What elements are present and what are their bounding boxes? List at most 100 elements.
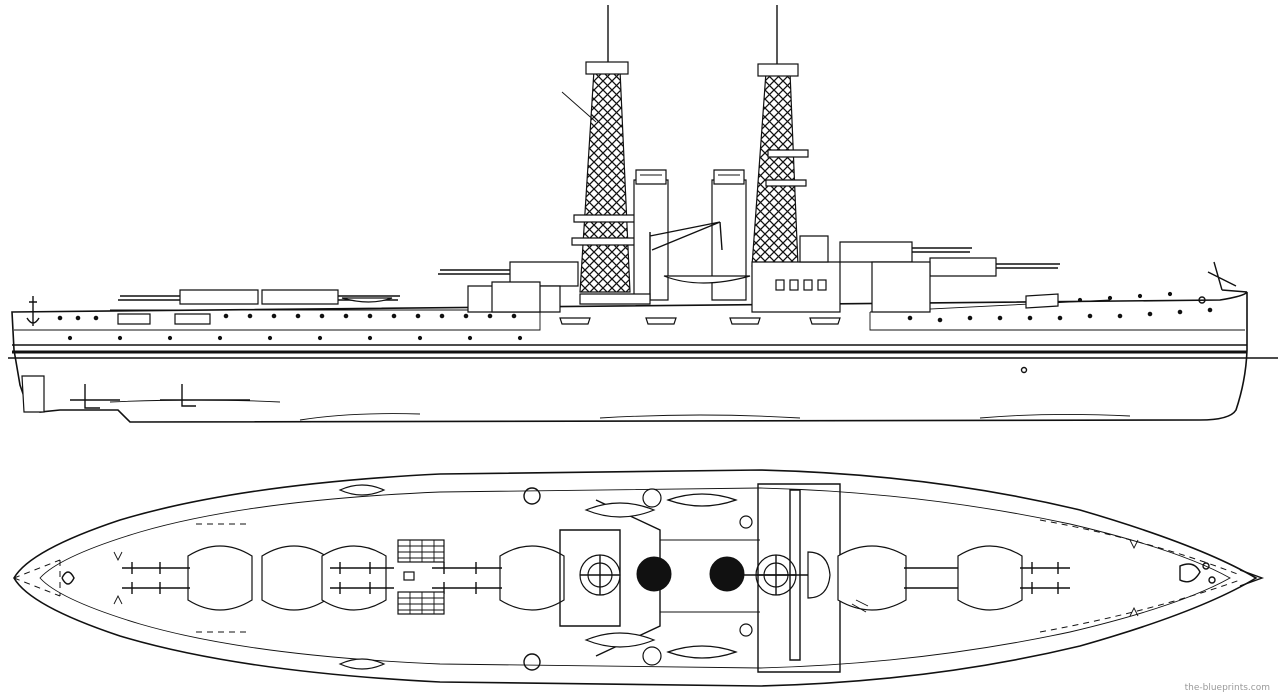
boat-centre-1 — [584, 502, 656, 518]
top-plan-view — [13, 469, 1265, 687]
superfiring-gun-fwd — [912, 247, 972, 253]
bilge-keel-3 — [599, 414, 801, 419]
casemate-1 — [559, 317, 591, 325]
anchor-bitt-1 — [1202, 562, 1210, 570]
deck-edge-inner — [39, 487, 1231, 669]
aft-lattice — [579, 69, 631, 293]
boat-rack-top-slats — [398, 540, 444, 562]
hull-plan-outline — [13, 469, 1258, 687]
deck-break-line — [14, 312, 1245, 331]
propeller-shaft-1 — [70, 384, 120, 409]
forward-lattice — [751, 71, 799, 267]
casemate-aft-2 — [174, 313, 211, 325]
aft-fighting-top — [585, 61, 629, 75]
jackstaff — [1207, 261, 1248, 293]
forward-bridge-deck — [757, 483, 841, 673]
turret-aft-3 — [321, 545, 394, 611]
bilge-keel-4 — [979, 413, 1131, 419]
fwd-ladder — [851, 599, 869, 613]
fwd-searchlight-platform-2 — [765, 179, 807, 187]
funnel-forward-plan — [709, 556, 745, 592]
bridge-wings — [789, 489, 801, 661]
conning-tower-plan — [807, 551, 831, 599]
aft-signal-yard — [561, 91, 597, 123]
superfiring-turret-aft — [509, 261, 579, 287]
hull-side — [11, 291, 1248, 423]
boat-centre-2 — [666, 493, 738, 507]
boat — [341, 297, 393, 303]
anchor-bitt-2 — [1208, 576, 1216, 584]
boat-rack-bottom — [397, 591, 445, 615]
rudder — [21, 375, 45, 413]
superfiring-gun-aft — [438, 269, 510, 275]
hull-port — [1020, 366, 1028, 374]
stern-bollard — [113, 551, 123, 605]
casemate-4 — [809, 317, 841, 325]
turret-aft-1 — [122, 545, 253, 611]
boat-rack-top — [397, 539, 445, 563]
capstan-4 — [739, 623, 753, 637]
forward-fighting-top — [757, 63, 799, 77]
turret-fwd-1 — [837, 545, 960, 611]
ventilator-2 — [523, 653, 541, 671]
anchor-gear — [1179, 563, 1201, 583]
bow-bollard-bottom — [1129, 606, 1139, 617]
bow-dashed-line-top — [1039, 519, 1241, 576]
capstan-1 — [642, 488, 662, 508]
porthole-row — [57, 291, 1213, 341]
capstan-2 — [642, 646, 662, 666]
side-elevation-view — [8, 5, 1278, 423]
bow-dashed-line-bottom — [1039, 579, 1241, 633]
casemate-2 — [645, 317, 677, 325]
bow-stem — [1239, 569, 1265, 587]
bow-bollard-top — [1129, 539, 1139, 550]
capstan-3 — [739, 515, 753, 529]
boat-aft-bottom — [338, 658, 386, 670]
forward-turret — [929, 257, 997, 277]
casemate-5 — [1025, 293, 1059, 309]
bilge-keel-1 — [109, 399, 281, 403]
funnel-aft — [633, 169, 669, 301]
midship-deckhouse — [559, 529, 621, 627]
crane-line — [660, 539, 760, 613]
forward-gun — [996, 263, 1060, 269]
stern-anchor-icon — [26, 296, 40, 326]
watermark: the-blueprints.com — [1184, 683, 1270, 693]
after-gun-barrels-1 — [118, 295, 180, 301]
forward-cage-mast — [751, 5, 809, 267]
boat-deckhouse — [579, 293, 651, 305]
aft-mast-plan — [579, 554, 621, 596]
bridge-windows — [775, 279, 827, 291]
boat-crane — [649, 221, 723, 300]
boat-aft-top — [338, 484, 386, 496]
boat-rack-bottom-slats — [398, 592, 444, 614]
boat-centre-3 — [584, 632, 656, 648]
after-turret-2 — [261, 289, 339, 305]
aft-searchlight-platform-2 — [571, 237, 641, 246]
after-turret-1 — [179, 289, 259, 305]
stern-fairlead — [61, 571, 75, 585]
hawse-pipe — [1198, 296, 1206, 304]
superfiring-turret-fwd — [839, 241, 913, 263]
forward-deckhouse — [871, 261, 931, 313]
boat-centre-4 — [666, 645, 738, 659]
fwd-searchlight-platform — [767, 149, 809, 158]
aft-searchlight-platform — [573, 214, 641, 223]
stern-dashed-line — [13, 559, 61, 597]
hatch-small — [403, 571, 415, 581]
funnel-aft-plan — [636, 556, 672, 592]
casemate-3 — [729, 317, 761, 325]
funnel-forward — [711, 169, 747, 301]
casemate-aft — [117, 313, 151, 325]
conning-tower — [799, 235, 829, 263]
turret-fwd-2 — [957, 545, 1070, 611]
aft-cage-mast — [561, 5, 641, 293]
ventilator-1 — [523, 487, 541, 505]
midship-boat — [663, 275, 751, 284]
turret-aft-2 — [261, 545, 327, 611]
after-turret-group — [110, 289, 540, 325]
turret-midships — [432, 545, 565, 611]
aft-deckhouse — [491, 281, 541, 313]
bilge-keel-2 — [299, 413, 421, 421]
